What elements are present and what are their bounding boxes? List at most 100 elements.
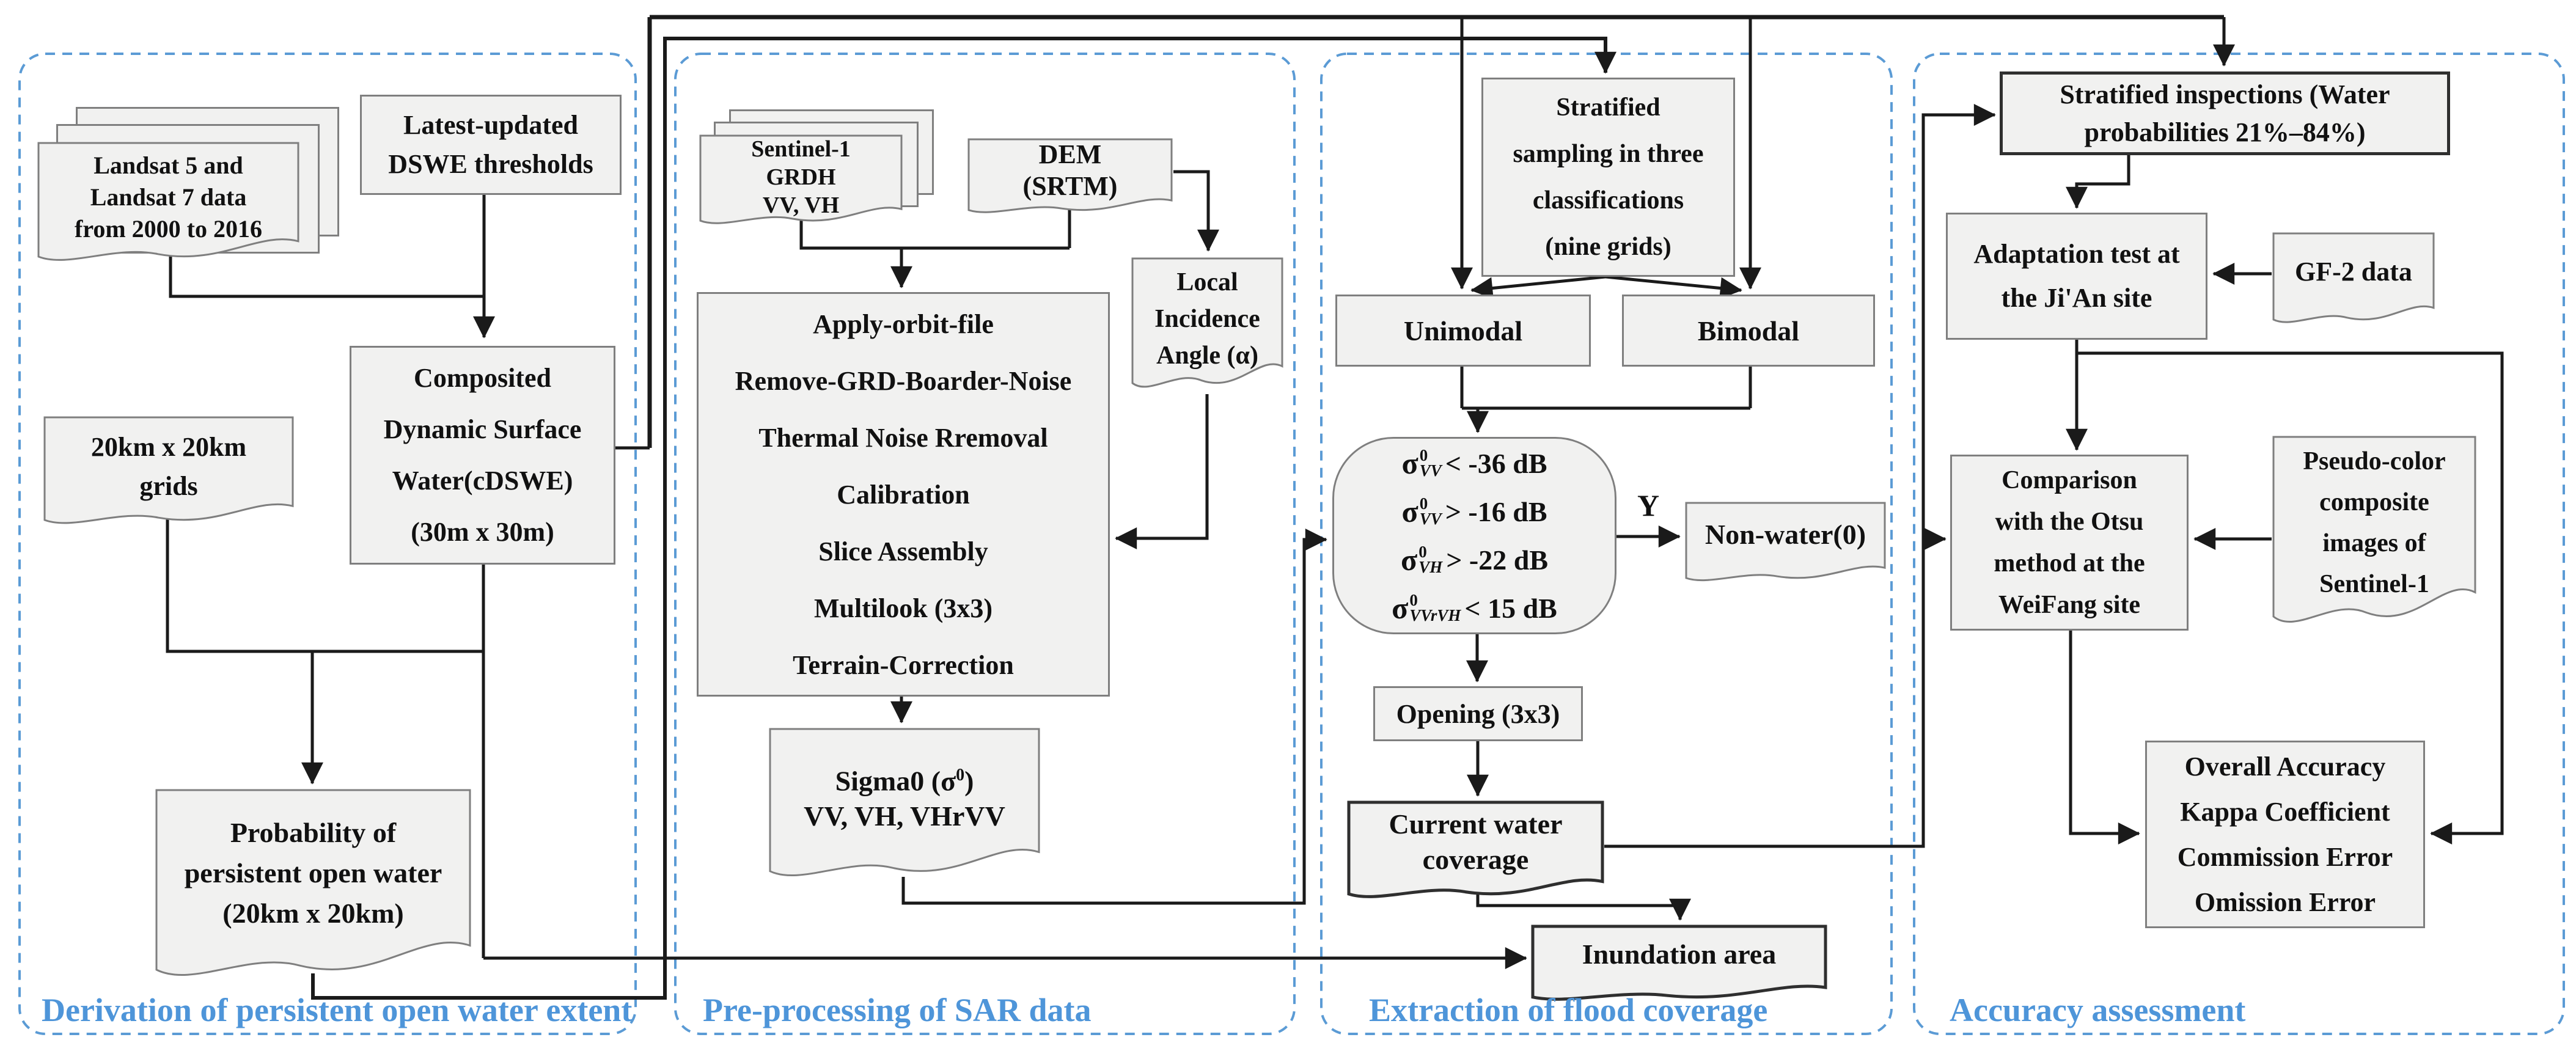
grids-line: grids: [139, 471, 198, 501]
sentinel-line: Sentinel-1: [751, 136, 851, 162]
gf2-data-document: GF-2 data: [2272, 232, 2435, 329]
nonwater-line: Non-water(0): [1704, 519, 1866, 550]
sigma-sup: 0: [1419, 446, 1428, 464]
inundation-line: Inundation area: [1582, 939, 1777, 970]
sigma0-document: Sigma0 (σ0) VV, VH, VHrVV: [768, 727, 1041, 887]
sentinel1-document: Sentinel-1 GRDH VV, VH: [699, 134, 903, 230]
sigma-sup: 0: [1419, 494, 1428, 513]
sigma-sup: 0: [1418, 543, 1427, 561]
sigma0-sup: 0: [956, 766, 965, 785]
apply-line: Remove-GRD-Boarder-Noise: [735, 365, 1072, 396]
local-incidence-angle-document: Local Incidence Angle (α): [1131, 257, 1284, 397]
persistent-water-probability-document: Probability of persistent open water (20…: [155, 788, 472, 990]
cdswe-line: Water(cDSWE): [392, 466, 573, 496]
water-line: coverage: [1422, 844, 1529, 875]
sar-preprocessing-steps-box: Apply-orbit-file Remove-GRD-Boarder-Nois…: [697, 292, 1110, 697]
dem-line: DEM: [1038, 139, 1102, 169]
sigma-glyph: σ: [1400, 543, 1418, 577]
lia-line: Local: [1176, 268, 1238, 296]
sigma-glyph: σ: [1401, 494, 1418, 529]
sigma-sub: VVrVH: [1409, 606, 1461, 624]
sampling-line: classifications: [1532, 186, 1684, 214]
sigma-sub: VV: [1419, 510, 1442, 528]
landsat-data-document: Landsat 5 and Landsat 7 data from 2000 t…: [37, 141, 300, 269]
sigma-cond: > -16 dB: [1445, 496, 1547, 527]
cdswe-line: Composited: [414, 363, 551, 393]
dswe-thresholds-box: Latest-updated DSWE thresholds: [360, 95, 622, 195]
bimodal-box: Bimodal: [1622, 295, 1875, 367]
sentinel-line: VV, VH: [762, 192, 840, 218]
adaptation-test-box: Adaptation test at the Ji'An site: [1946, 213, 2207, 340]
landsat-line: from 2000 to 2016: [75, 215, 262, 243]
apply-line: Slice Assembly: [818, 536, 988, 566]
comparison-line: method at the: [1994, 549, 2145, 577]
apply-line: Multilook (3x3): [813, 593, 993, 623]
sigma0-line1: Sigma0 (σ0): [768, 758, 1041, 799]
grids-line: 20km x 20km: [90, 432, 247, 462]
yes-branch-label: Y: [1637, 488, 1660, 522]
apply-line: Thermal Noise Rremoval: [758, 422, 1048, 453]
dem-document: DEM (SRTM): [967, 137, 1173, 218]
overall-line: Omission Error: [2194, 887, 2376, 917]
pseudo-line: images of: [2322, 529, 2426, 557]
cdswe-line: (30m x 30m): [411, 517, 554, 547]
apply-line: Terrain-Correction: [793, 650, 1014, 680]
sigma-cond: < 15 dB: [1464, 592, 1557, 624]
sentinel-line: GRDH: [766, 164, 836, 190]
overall-line: Commission Error: [2177, 841, 2393, 872]
bimodal-label: Bimodal: [1697, 315, 1800, 346]
prob-line: persistent open water: [184, 857, 442, 888]
sigma-sub: VH: [1418, 558, 1443, 576]
current-water-coverage-document: Current water coverage: [1347, 800, 1604, 904]
dswe-line: DSWE thresholds: [388, 149, 593, 179]
grids-document: 20km x 20km grids: [43, 416, 295, 532]
section-label-extraction: Extraction of flood coverage: [1369, 992, 1768, 1028]
lia-line: Incidence: [1154, 305, 1260, 333]
prob-line: (20km x 20km): [222, 898, 404, 929]
inundation-area-document: Inundation area: [1531, 925, 1827, 1005]
stratified-sampling-box: Stratified sampling in three classificat…: [1481, 78, 1735, 277]
adaptation-line: Adaptation test at: [1973, 239, 2180, 269]
sigma0-post: ): [964, 765, 974, 797]
landsat-data-stack: Landsat 5 and Landsat 7 data from 2000 t…: [37, 107, 342, 272]
dem-line: (SRTM): [1022, 171, 1118, 201]
sigma-cond: > -22 dB: [1446, 544, 1548, 576]
sigma-glyph: σ: [1392, 591, 1409, 625]
cdswe-line: Dynamic Surface: [383, 414, 582, 444]
sigma-sub: VV: [1419, 461, 1442, 480]
cdswe-box: Composited Dynamic Surface Water(cDSWE) …: [350, 346, 615, 565]
stratified-inspections-box: Stratified inspections (Water probabilit…: [2000, 71, 2450, 155]
accuracy-metrics-box: Overall Accuracy Kappa Coefficient Commi…: [2145, 741, 2425, 928]
sampling-line: sampling in three: [1513, 140, 1704, 168]
sampling-line: (nine grids): [1545, 233, 1671, 261]
sentinel1-data-stack: Sentinel-1 GRDH VV, VH: [699, 109, 937, 232]
lia-line: Angle (α): [1156, 342, 1258, 370]
prob-line: Probability of: [230, 817, 397, 848]
sigma0-pre: Sigma0 (σ: [835, 765, 956, 797]
sigma-sup: 0: [1409, 591, 1418, 609]
section-label-preprocessing: Pre-processing of SAR data: [703, 992, 1092, 1028]
inspections-line: probabilities 21%–84%): [2084, 117, 2366, 147]
pseudo-line: Sentinel-1: [2319, 570, 2429, 598]
landsat-line: Landsat 7 data: [90, 183, 247, 211]
water-line: Current water: [1389, 808, 1563, 840]
overall-line: Kappa Coefficient: [2180, 796, 2390, 827]
opening-box: Opening (3x3): [1373, 686, 1583, 741]
pseudo-color-composite-document: Pseudo-color composite images of Sentine…: [2272, 435, 2477, 637]
comparison-line: WeiFang site: [1998, 591, 2141, 619]
pseudo-line: Pseudo-color: [2303, 447, 2446, 475]
section-label-accuracy: Accuracy assessment: [1950, 992, 2246, 1028]
landsat-line: Landsat 5 and: [94, 152, 243, 179]
pseudo-line: composite: [2319, 488, 2429, 516]
unimodal-label: Unimodal: [1403, 315, 1523, 346]
overall-line: Overall Accuracy: [2184, 751, 2386, 782]
non-water-document: Non-water(0): [1684, 501, 1887, 587]
comparison-line: Comparison: [2002, 466, 2137, 494]
